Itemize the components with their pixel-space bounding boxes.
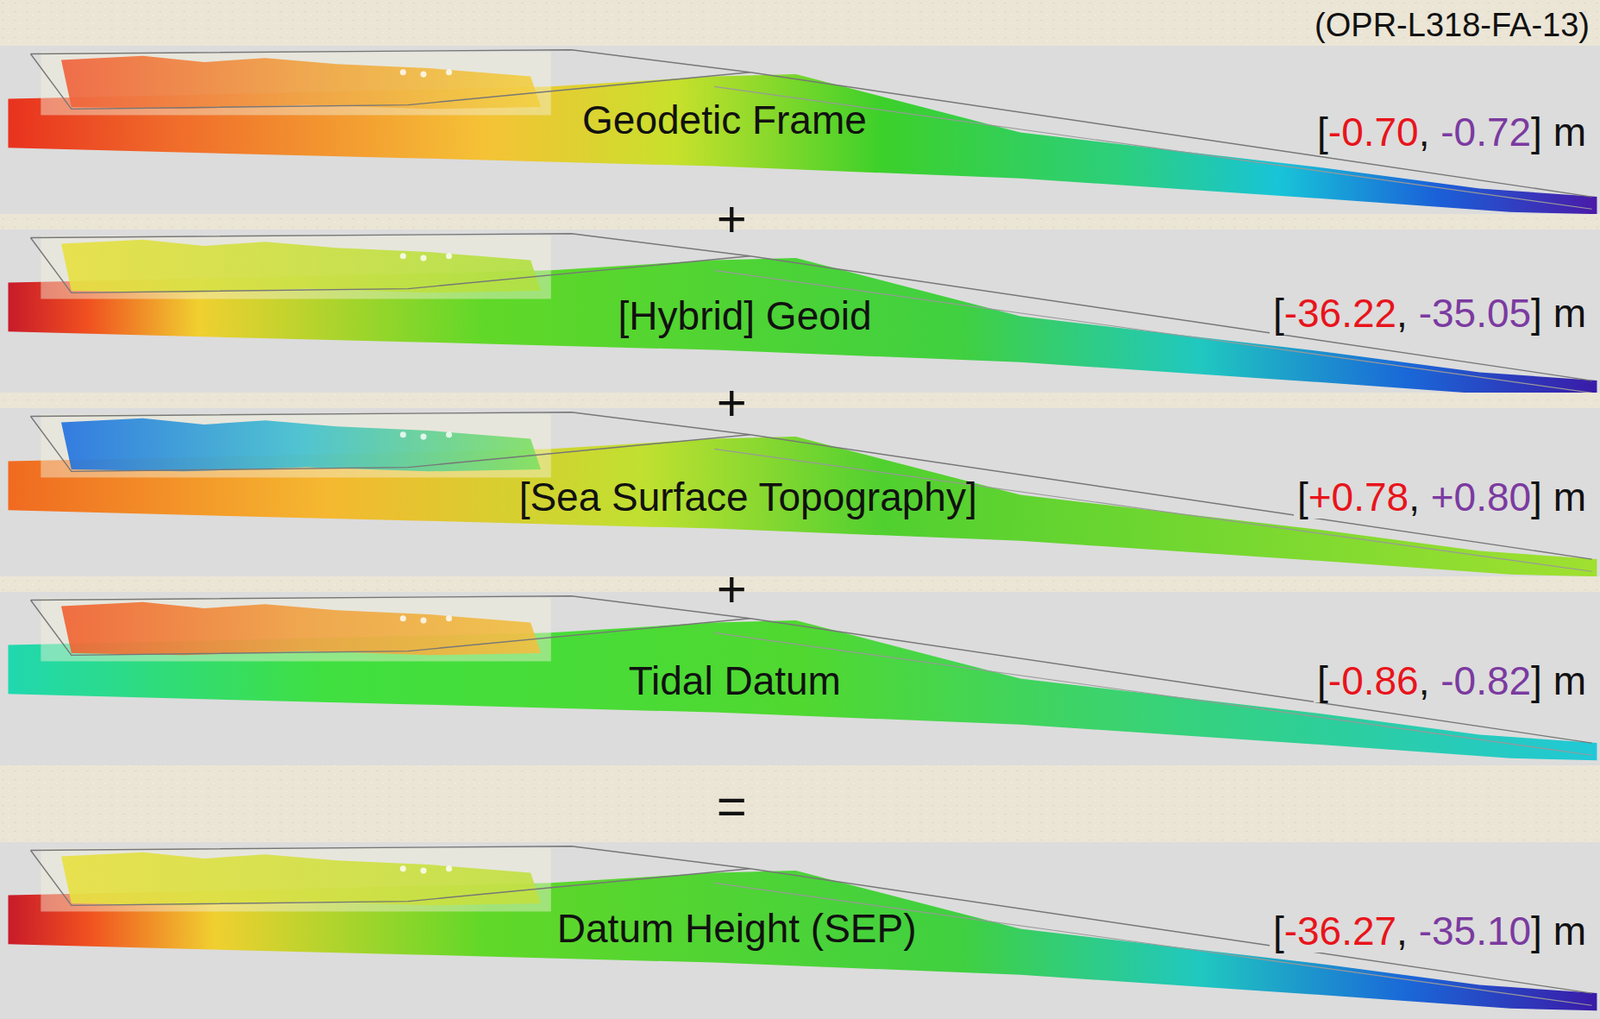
survey-title: (OPR-L318-FA-13)	[1314, 6, 1590, 44]
value-range: [-36.27, -35.10] m	[1269, 909, 1590, 954]
map-band: [Hybrid] Geoid [-36.22, -35.05] m	[0, 229, 1600, 393]
band-label: Tidal Datum	[628, 658, 841, 703]
value-range: [-0.70, -0.72] m	[1313, 110, 1590, 155]
operator-sign: +	[716, 376, 747, 429]
band-label: Datum Height (SEP)	[557, 906, 917, 951]
operator-sign: =	[716, 780, 747, 833]
map-band: [Sea Surface Topography] [+0.78, +0.80] m	[0, 407, 1600, 577]
band-label: Geodetic Frame	[582, 98, 867, 143]
value-range: [+0.78, +0.80] m	[1293, 475, 1590, 520]
map-band: Tidal Datum [-0.86, -0.82] m	[0, 591, 1600, 766]
map-band: Geodetic Frame [-0.70, -0.72] m	[0, 45, 1600, 214]
map-band: Datum Height (SEP) [-36.27, -35.10] m	[0, 841, 1600, 1019]
operator-sign: +	[716, 193, 747, 245]
band-label: [Sea Surface Topography]	[519, 475, 978, 520]
value-range: [-0.86, -0.82] m	[1313, 658, 1590, 703]
value-range: [-36.22, -35.05] m	[1269, 291, 1590, 336]
operator-sign: +	[716, 563, 747, 615]
band-label: [Hybrid] Geoid	[618, 294, 873, 339]
